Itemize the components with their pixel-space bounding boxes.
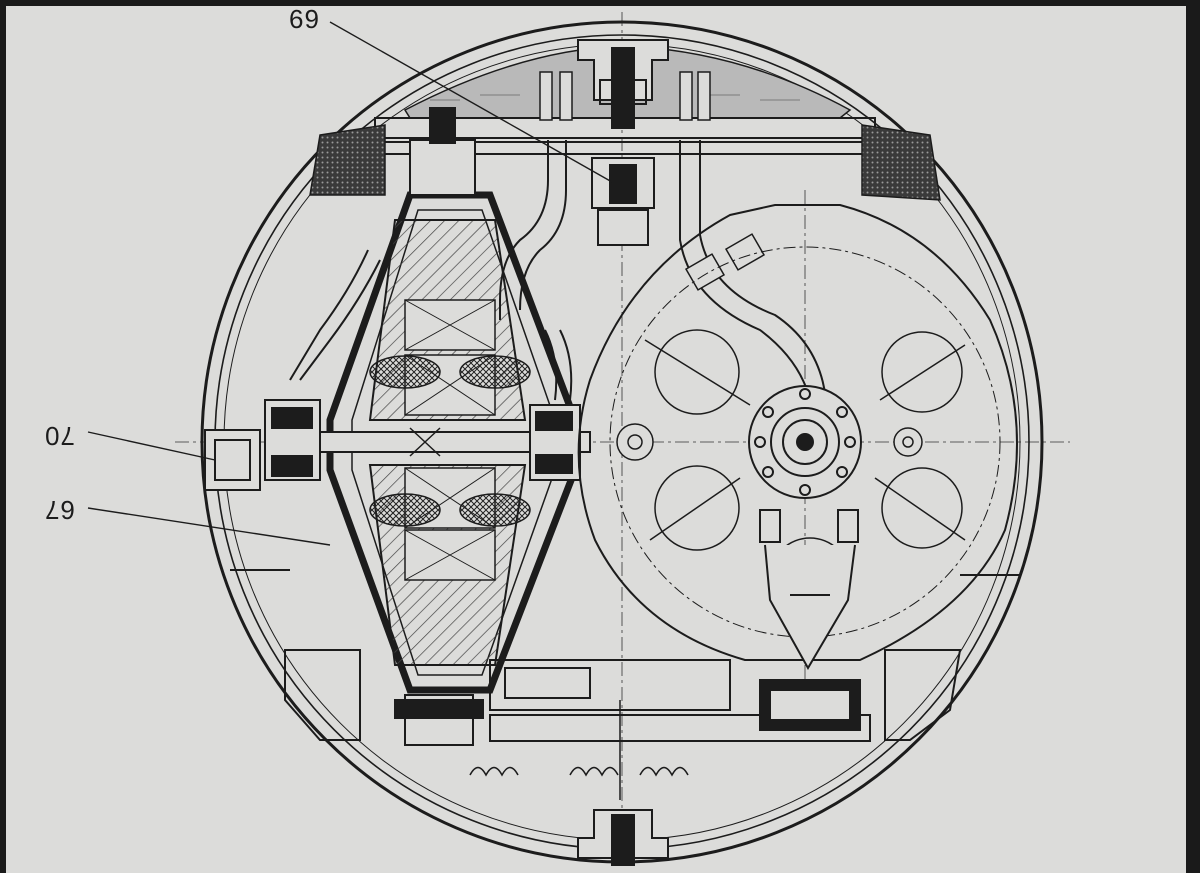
- bearing-bottom: [394, 694, 484, 746]
- top-cap: [577, 39, 669, 129]
- paper-sheet: [6, 6, 1186, 873]
- central-valve: [591, 157, 655, 246]
- bearing-top: [409, 107, 476, 196]
- small-pins: [616, 423, 923, 461]
- drum-hub: [748, 385, 862, 499]
- pipe-clamps: [539, 71, 766, 291]
- filter-right: [861, 124, 941, 201]
- pendulum-weight: [759, 509, 859, 671]
- filter-left: [309, 124, 386, 196]
- windings: [369, 299, 531, 581]
- lower-linkage: [489, 659, 871, 742]
- lower-frame: [230, 569, 1020, 741]
- springs: [469, 700, 689, 800]
- bearing-left: [264, 399, 321, 481]
- main-shaft: [299, 427, 591, 457]
- bearing-right: [529, 404, 581, 481]
- callout-label-70: 70: [44, 421, 75, 451]
- bottom-cap: [577, 809, 669, 866]
- callout-label-69: 69: [289, 4, 320, 34]
- callout-label-67: 67: [44, 495, 75, 525]
- leader-lines: [87, 21, 613, 546]
